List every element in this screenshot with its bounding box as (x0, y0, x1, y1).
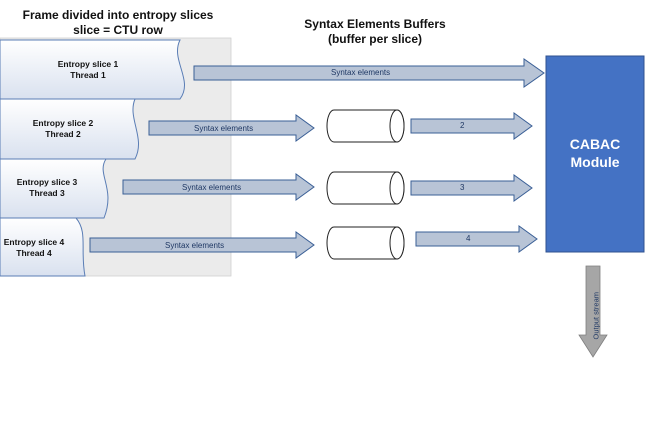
output-stream-arrow (578, 265, 608, 358)
entropy-slice-3-label: Entropy slice 3 Thread 3 (0, 177, 94, 199)
buffer-arrow-4-label: 4 (466, 234, 471, 243)
slice-1-thread: Thread 1 (70, 70, 106, 80)
buffer-arrow-3-label: 3 (460, 183, 465, 192)
syntax-arrow-2 (148, 114, 315, 142)
entropy-slice-1-shape (0, 39, 185, 100)
entropy-slice-4-shape (0, 217, 86, 277)
buffers-title: Syntax Elements Buffers (buffer per slic… (290, 17, 460, 47)
entropy-slice-2-shape (0, 98, 140, 160)
slice-1-name: Entropy slice 1 (57, 59, 119, 69)
buffer-arrow-2-label: 2 (460, 121, 465, 130)
slice-3-thread: Thread 3 (29, 188, 65, 198)
buffer-cylinder-4 (326, 226, 405, 260)
syntax-arrow-1-label: Syntax elements (331, 68, 391, 77)
frame-title-line2: slice = CTU row (73, 23, 163, 37)
slice-3-name: Entropy slice 3 (16, 177, 78, 187)
frame-title: Frame divided into entropy slices slice … (0, 8, 236, 38)
syntax-arrow-1 (193, 58, 545, 88)
buffer-cylinder-3 (326, 171, 405, 205)
entropy-slice-1-label: Entropy slice 1 Thread 1 (40, 59, 136, 81)
syntax-arrow-3-label: Syntax elements (182, 183, 242, 192)
buffer-arrow-2 (410, 112, 533, 140)
slice-4-thread: Thread 4 (16, 248, 52, 258)
slice-2-name: Entropy slice 2 (32, 118, 94, 128)
syntax-arrow-4 (89, 231, 315, 259)
buffer-arrow-4 (415, 225, 538, 253)
entropy-slice-2-label: Entropy slice 2 Thread 2 (15, 118, 111, 140)
syntax-arrow-3 (122, 173, 315, 201)
buffer-cylinder-2 (326, 109, 405, 143)
slice-4-name: Entropy slice 4 (3, 237, 65, 247)
syntax-arrow-4-label: Syntax elements (165, 241, 225, 250)
buffers-title-line2: (buffer per slice) (327, 32, 423, 46)
syntax-arrow-2-label: Syntax elements (194, 124, 254, 133)
entropy-slice-3-shape (0, 158, 109, 219)
buffers-title-line1: Syntax Elements Buffers (304, 17, 446, 31)
slice-2-thread: Thread 2 (45, 129, 81, 139)
cabac-line1: CABAC (569, 136, 621, 152)
output-stream-label: Output stream (591, 291, 601, 340)
cabac-module-label: CABAC Module (546, 135, 644, 171)
frame-title-line1: Frame divided into entropy slices (22, 8, 214, 22)
cabac-module (545, 55, 645, 253)
buffer-arrow-3 (410, 174, 533, 202)
entropy-slice-4-label: Entropy slice 4 Thread 4 (0, 237, 68, 259)
cabac-line2: Module (570, 154, 620, 170)
